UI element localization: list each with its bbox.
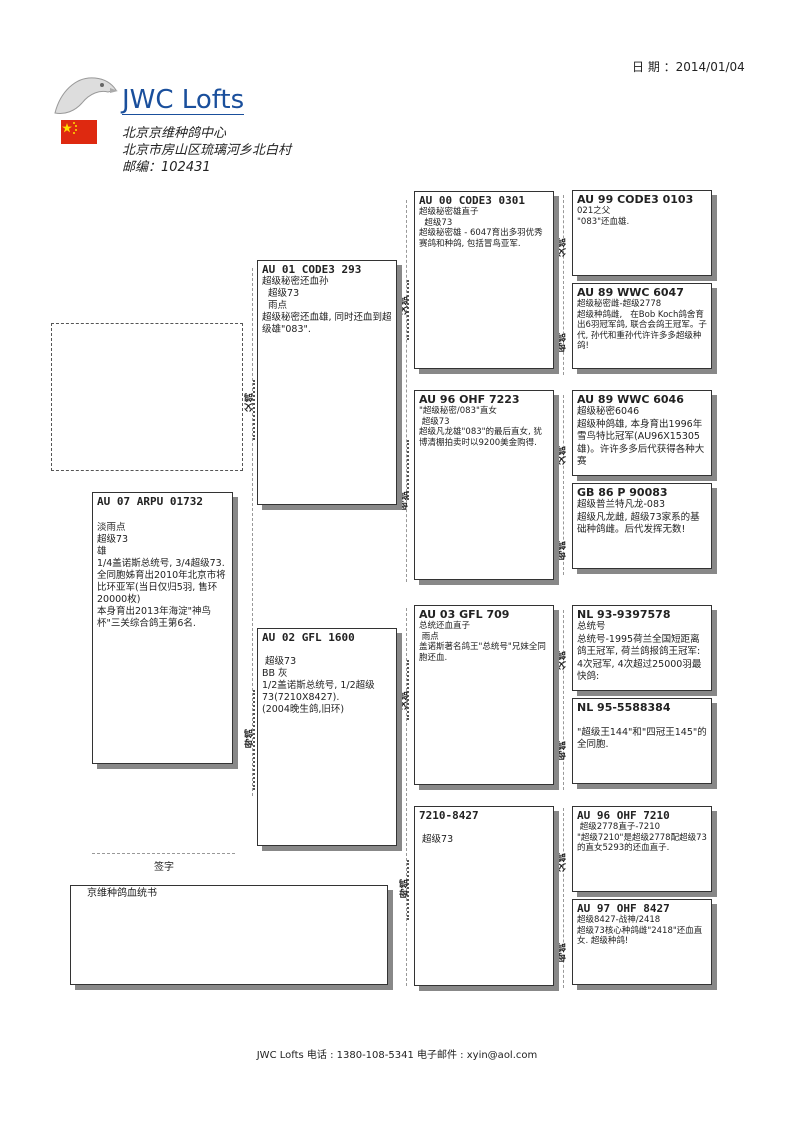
notes-title: 京维种鸽血统书	[87, 888, 157, 899]
dsd-side-label: 母鸽	[558, 740, 568, 760]
ds-side-label: 父鸽	[400, 690, 410, 710]
ss-ring: AU 00 CODE3 0301	[419, 194, 525, 207]
dam-ring: AU 02 GFL 1600	[262, 631, 355, 644]
ssd-body: 超级秘密雌-超级2778 超级种鸽雌, 在Bob Koch鸽舍育出6羽冠军鸽, …	[577, 299, 707, 351]
ddd-ring: AU 97 OHF 8427	[577, 902, 670, 915]
dss-card: NL 93-9397578 总统号 总统号-1995荷兰全国短距离鸽王冠军, 荷…	[572, 605, 712, 691]
dsd-card: NL 95-5588384 "超级王144"和"四冠王145"的全同胞.	[572, 698, 712, 784]
ds-card: AU 03 GFL 709 总统还血直子 雨点 盖诺斯著名鸽王"总统号"兄妹全同…	[414, 605, 554, 785]
ssd-ring: AU 89 WWC 6047	[577, 286, 684, 299]
ddd-body: 超级8427-战神/2418 超级73核心种鸽雌"2418"还血直女. 超级种鸽…	[577, 915, 703, 946]
dss-body: 总统号 总统号-1995荷兰全国短距离鸽王冠军, 荷兰鸽报鸽王冠军: 4次冠军,…	[577, 621, 702, 682]
sss-body: 021之父 "083"还血雄.	[577, 206, 630, 227]
address-line-2: 北京市房山区琉璃河乡北白村	[122, 143, 292, 158]
dd-body: 超级73	[422, 834, 454, 845]
ddd-card: AU 97 OHF 8427 超级8427-战神/2418 超级73核心种鸽雌"…	[572, 899, 712, 985]
address-line-3: 邮编：102431	[122, 160, 211, 175]
sd-ring: AU 96 OHF 7223	[419, 393, 520, 406]
sds-body: 超级秘密6046 超级种鸽雄, 本身育出1996年雪鸟特比冠军(AU96X153…	[577, 406, 705, 467]
sdd-ring: GB 86 P 90083	[577, 486, 668, 499]
ds-ring: AU 03 GFL 709	[419, 608, 510, 621]
sire-ring: AU 01 CODE3 293	[262, 263, 362, 276]
ssd-side-label: 母鸽	[558, 332, 568, 352]
sss-card: AU 99 CODE3 0103 021之父 "083"还血雄.	[572, 190, 712, 276]
dam-side-label: 母鸽	[245, 728, 255, 748]
subject-card: AU 07 ARPU 01732 淡雨点 超级73 雄 1/4盖诺斯总统号, 3…	[92, 492, 233, 764]
sdd-body: 超级普兰特凡龙-083 超级凡龙雌, 超级73家系的基础种鸽雌。后代发挥无数!	[577, 499, 700, 535]
dam-body: 超级73 BB 灰 1/2盖诺斯总统号, 1/2超级73(7210X8427).…	[262, 656, 375, 715]
sire-body: 超级秘密还血孙 超级73 雨点 超级秘密还血雄, 同时还血到超级雄"083".	[262, 276, 392, 335]
dsd-body: "超级王144"和"四冠王145"的全同胞.	[577, 726, 707, 751]
sdd-side-label: 母鸽	[558, 540, 568, 560]
sire-side-label: 父鸽	[245, 392, 255, 412]
dd-side-label: 母鸽	[400, 878, 410, 898]
sd-side-label: 母鸽	[400, 490, 410, 510]
dsd-ring: NL 95-5588384	[577, 701, 671, 714]
sdd-card: GB 86 P 90083 超级普兰特凡龙-083 超级凡龙雌, 超级73家系的…	[572, 483, 712, 569]
dds-body: 超级2778直子-7210 "超级7210"是超级2778配超级73的直女529…	[577, 822, 707, 853]
subject-body: 淡雨点 超级73 雄 1/4盖诺斯总统号, 3/4超级73. 全同胞姊育出201…	[97, 522, 226, 629]
ssd-card: AU 89 WWC 6047 超级秘密雌-超级2778 超级种鸽雌, 在Bob …	[572, 283, 712, 369]
dds-card: AU 96 OHF 7210 超级2778直子-7210 "超级7210"是超级…	[572, 806, 712, 892]
sire-card: AU 01 CODE3 293 超级秘密还血孙 超级73 雨点 超级秘密还血雄,…	[257, 260, 397, 505]
sds-card: AU 89 WWC 6046 超级秘密6046 超级种鸽雄, 本身育出1996年…	[572, 390, 712, 476]
sd-card: AU 96 OHF 7223 "超级秘密/083"直女 超级73 超级凡龙雄"0…	[414, 390, 554, 580]
dam-card: AU 02 GFL 1600 超级73 BB 灰 1/2盖诺斯总统号, 1/2超…	[257, 628, 397, 846]
footer-contact: JWC Lofts 电话 : 1380-108-5341 电子邮件 : xyin…	[256, 1050, 538, 1061]
dss-side-label: 父鸽	[558, 650, 568, 670]
brand-title: JWC Lofts	[122, 85, 245, 115]
signature-label: 签字	[154, 862, 174, 873]
ss-card: AU 00 CODE3 0301 超级秘密雄直子 超级73 超级秘密雄 - 60…	[414, 191, 554, 369]
notes-box: 京维种鸽血统书	[70, 885, 388, 985]
photo-placeholder	[51, 323, 243, 471]
sss-side-label: 父鸽	[558, 237, 568, 257]
signature-line	[92, 853, 235, 854]
dd-card: 7210-8427 超级73	[414, 806, 554, 986]
dds-side-label: 父鸽	[558, 852, 568, 872]
address-line-1: 北京京维种鸽中心	[122, 126, 227, 141]
dss-ring: NL 93-9397578	[577, 608, 671, 621]
date-label: 日 期 ：2014/01/04	[632, 60, 745, 74]
dds-ring: AU 96 OHF 7210	[577, 809, 670, 822]
sds-ring: AU 89 WWC 6046	[577, 393, 684, 406]
subject-ring: AU 07 ARPU 01732	[97, 495, 203, 508]
china-flag-icon	[61, 120, 97, 144]
dd-ring: 7210-8427	[419, 809, 479, 822]
ds-body: 总统还血直子 雨点 盖诺斯著名鸽王"总统号"兄妹全同胞还血.	[419, 621, 546, 663]
pigeon-logo-icon	[54, 77, 118, 114]
sds-side-label: 父鸽	[558, 445, 568, 465]
sss-ring: AU 99 CODE3 0103	[577, 193, 694, 206]
ddd-side-label: 母鸽	[558, 942, 568, 962]
ss-side-label: 父鸽	[400, 295, 410, 315]
ss-body: 超级秘密雄直子 超级73 超级秘密雄 - 6047育出多羽优秀赛鸽和种鸽, 包括…	[419, 207, 543, 249]
sd-body: "超级秘密/083"直女 超级73 超级凡龙雄"083"的最后直女, 犹博清棚拍…	[419, 406, 542, 448]
